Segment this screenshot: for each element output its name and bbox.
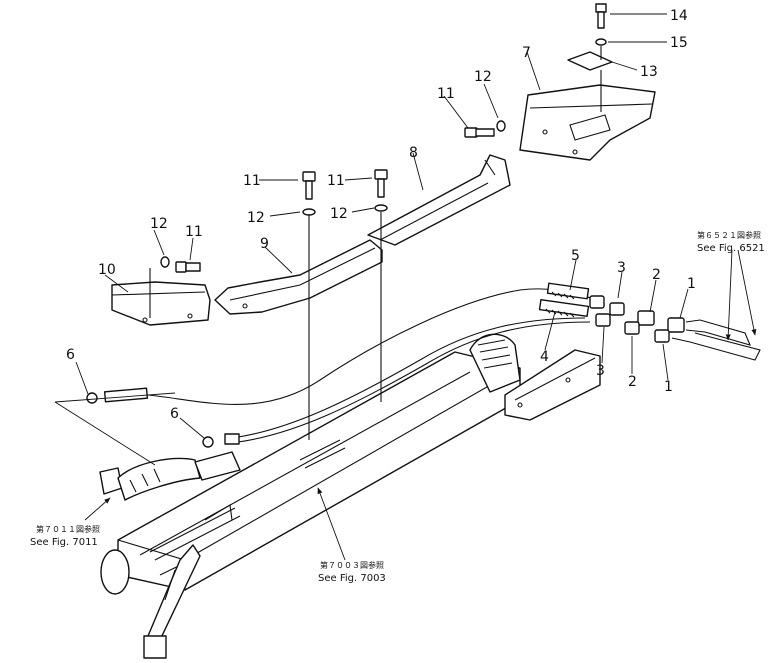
pipe-stubs xyxy=(671,319,761,361)
figure-references: 第６５２１図参照 See Fig. 6521 第７０１１図参照 See Fig.… xyxy=(30,230,765,584)
callout-8: 8 xyxy=(409,145,418,161)
callout-10: 10 xyxy=(98,262,116,278)
washer-12-top xyxy=(496,120,506,132)
bolt-11-mid-right xyxy=(374,169,388,198)
washer-12-left xyxy=(160,256,170,268)
callout-15: 15 xyxy=(670,35,688,51)
callout-2-lower: 2 xyxy=(628,374,637,390)
bolt-11-left xyxy=(175,261,201,273)
callout-7: 7 xyxy=(522,45,531,61)
washer-12-mid-left xyxy=(302,208,316,216)
rear-joint xyxy=(469,333,601,421)
washer-12-mid-right xyxy=(374,204,388,212)
callout-5: 5 xyxy=(571,248,580,264)
ref-7011-jp: 第７０１１図参照 xyxy=(36,524,100,534)
hose-6-upper xyxy=(86,387,149,404)
callout-12-top: 12 xyxy=(474,69,492,85)
callout-6-lower: 6 xyxy=(170,406,179,422)
ref-7003: See Fig. 7003 xyxy=(318,573,386,584)
plate-13 xyxy=(567,51,613,71)
ref-6521-jp: 第６５２１図参照 xyxy=(697,230,761,240)
handle-assembly xyxy=(99,451,241,501)
ref-7011: See Fig. 7011 xyxy=(30,537,98,548)
callout-14: 14 xyxy=(670,8,688,24)
callout-11-top: 11 xyxy=(437,86,455,102)
callout-4: 4 xyxy=(540,349,549,365)
part-7-cover xyxy=(519,84,656,161)
callout-9: 9 xyxy=(260,236,269,252)
lever xyxy=(143,544,201,659)
callout-11-left: 11 xyxy=(185,224,203,240)
hose-4-5 xyxy=(538,282,590,318)
callout-6-upper: 6 xyxy=(66,347,75,363)
washer-15 xyxy=(595,38,607,46)
callout-11-mid-right: 11 xyxy=(327,173,345,189)
callout-12-mid-right: 12 xyxy=(330,206,348,222)
main-arm xyxy=(100,351,521,595)
callout-3-lower: 3 xyxy=(596,363,605,379)
callout-2-upper: 2 xyxy=(652,267,661,283)
callout-1-lower: 1 xyxy=(664,379,673,395)
ref-7003-jp: 第７００３図参照 xyxy=(320,560,384,570)
hose-6-lower xyxy=(202,433,240,448)
callout-labels: 1 1 2 2 3 3 4 5 6 6 7 8 9 10 11 11 11 11… xyxy=(66,8,696,422)
bolt-11-mid-left xyxy=(302,171,316,200)
fittings-lower xyxy=(595,313,670,343)
callout-13: 13 xyxy=(640,64,658,80)
callout-1-upper: 1 xyxy=(687,276,696,292)
fittings-upper xyxy=(589,295,685,333)
part-8-bracket xyxy=(367,154,511,246)
callout-12-mid-left: 12 xyxy=(247,210,265,226)
part-10-cover xyxy=(111,281,211,326)
callout-12-left: 12 xyxy=(150,216,168,232)
alignment-lines xyxy=(149,46,602,440)
callout-11-mid-left: 11 xyxy=(243,173,261,189)
part-9-bracket xyxy=(214,239,383,315)
bolt-14 xyxy=(595,3,607,29)
bolt-11-top xyxy=(464,127,495,138)
leader-lines xyxy=(54,13,757,561)
callout-3-upper: 3 xyxy=(617,260,626,276)
ref-6521: See Fig. 6521 xyxy=(697,243,765,254)
